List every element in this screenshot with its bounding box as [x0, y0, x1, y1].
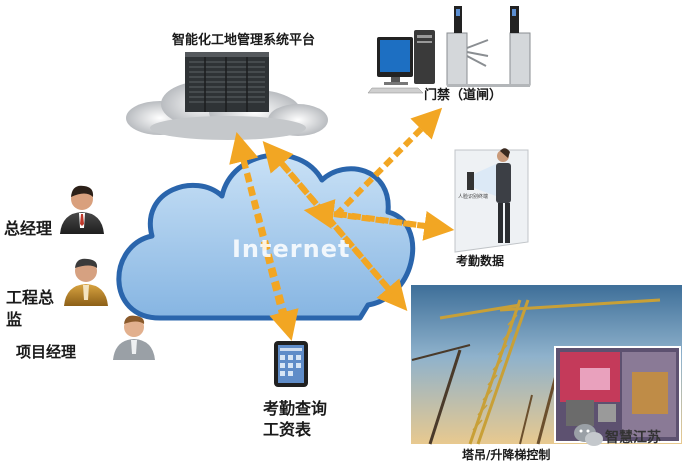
attendance-query-label: 考勤查询 工资表: [263, 399, 328, 439]
internet-label: Internet: [232, 235, 351, 263]
access-control-label: 门禁（道闸）: [424, 88, 503, 103]
desktop-computer-icon: [367, 30, 435, 94]
arrow-to-tablet: [237, 145, 299, 341]
project-manager-label: 项目经理: [16, 343, 77, 361]
project-manager-person-icon: [113, 315, 155, 360]
data-arrows: [229, 107, 455, 341]
face-screen-label: 人脸识别终端: [458, 194, 489, 200]
chief-supervisor-label: 工程总 监: [6, 288, 55, 329]
general-manager-person-icon: [60, 185, 104, 234]
arrow-to-access-control: [333, 107, 443, 218]
turnstile-gate-icon: [446, 6, 531, 87]
tablet-icon: [274, 341, 308, 387]
arrow-from-attendance: [303, 199, 441, 231]
tower-crane-icon: [411, 285, 682, 445]
watermark-label: 智慧江苏: [605, 430, 661, 446]
chief-supervisor-person-icon: [64, 258, 108, 306]
attendance-terminal-scene: [454, 148, 529, 253]
attendance-data-label: 考勤数据: [456, 254, 505, 268]
server-rack-icon: [185, 52, 269, 112]
arrow-from-crane: [262, 141, 401, 302]
platform-label: 智能化工地管理系统平台: [172, 33, 316, 48]
wechat-icon: [574, 424, 603, 446]
crane-control-label: 塔吊/升降梯控制: [462, 448, 551, 462]
general-manager-label: 总经理: [4, 219, 53, 238]
